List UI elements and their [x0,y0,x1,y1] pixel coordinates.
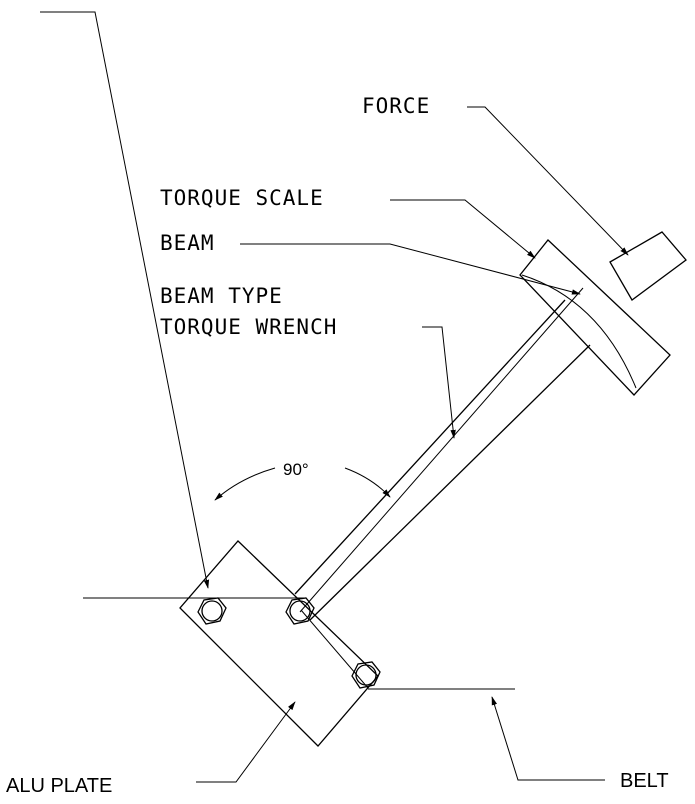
torque-scale-plate [519,239,671,396]
force-leader [467,106,629,256]
scale-arc [521,274,637,389]
angle-arc-left [214,467,276,501]
alu-plate-leader [196,701,296,783]
wrench-body-upper [294,299,566,595]
torque-scale-leader [390,199,536,259]
force-label: FORCE [362,94,430,118]
alu-plate-outline [179,540,379,747]
handle-bar [609,231,687,301]
beam-leader [240,243,581,295]
top-left-leader [40,11,210,589]
bolt-center [285,597,315,625]
torque-scale-label: TORQUE SCALE [160,186,324,210]
angle-arc-right [344,467,391,498]
beam-label: BEAM [160,231,215,255]
belt-line [300,609,369,689]
bolt-right [351,661,381,689]
beam-pointer [299,287,584,613]
wrench-leader [422,326,456,439]
belt-label: BELT [620,770,669,792]
wrench-body-lower [309,344,591,621]
belt-leader [491,696,605,781]
wrench-label-line1: BEAM TYPE [160,284,283,308]
wrench-label-line2: TORQUE WRENCH [160,315,337,339]
alu-plate-label: ALU PLATE [6,775,112,797]
bolt-left [197,597,227,625]
angle-label: 90° [283,460,309,479]
